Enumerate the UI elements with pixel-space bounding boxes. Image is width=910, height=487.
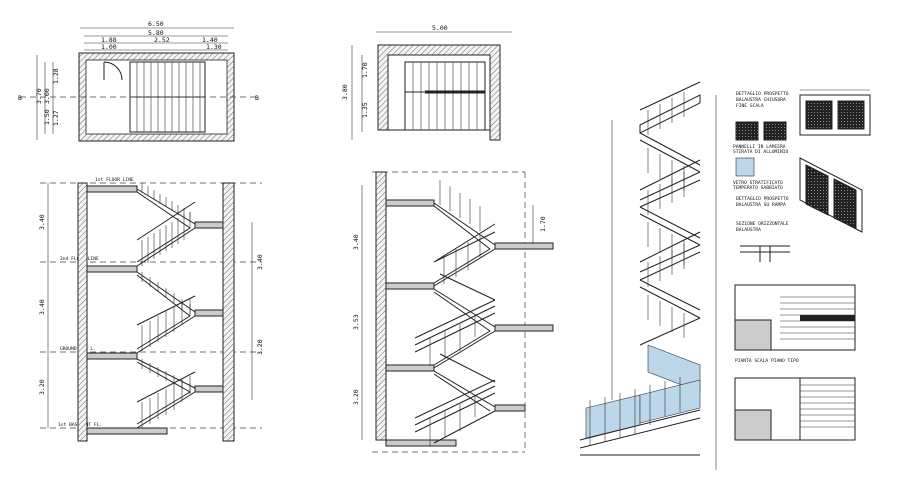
- dim-1-40: 1.40: [202, 36, 218, 44]
- mesh-panel-1: [735, 121, 759, 141]
- section-left: 1st FLOOR LINE 2nd FLOOR LINE GROUND FL.…: [38, 177, 264, 442]
- detail-title-4: PIANTA SCALA PIANO TIPO: [735, 358, 799, 364]
- mesh-panel-2: [763, 121, 787, 141]
- iso-flights: [639, 81, 701, 346]
- section-left-flights: [136, 183, 196, 429]
- railing-elevation-end: [799, 89, 871, 136]
- plan-left: 6.50 5.80 1.88 2.52 1.40 1.00 1.30 3.70 …: [18, 20, 259, 142]
- plan-mid-stair-treads: [404, 61, 486, 131]
- iso-glass-flight: [579, 344, 701, 456]
- section-mid: 3.40 3.53 3.20 1.70: [352, 171, 554, 453]
- dim-1-30: 1.30: [206, 43, 222, 51]
- dim-1-27: 1.27: [52, 110, 60, 126]
- details-column: DETTAGLIO PROSPETTO BALAUSTRA CHIUSURA F…: [733, 89, 871, 441]
- detail-title-3-line1: SEZIONE ORIZZONTALE: [736, 221, 789, 227]
- panel-note-2a: VETRO STRATIFICATO: [733, 180, 783, 186]
- dim-left-3-40a: 3.40: [38, 214, 46, 230]
- dim-left-3-20: 3.20: [38, 379, 46, 395]
- panel-note-1b: STIRATA DI ALLUMINIO: [733, 149, 789, 155]
- detail-title-1-line2: BALAUSTRA CHIUSURA: [736, 97, 786, 103]
- glass-panel: [735, 157, 755, 177]
- floor-label-1st: 1st FLOOR LINE: [95, 177, 134, 183]
- dim-right-3-20: 3.20: [256, 339, 264, 355]
- dim-mid-1-70: 1.70: [539, 216, 547, 232]
- detail-title-3-line2: BALAUSTRA: [736, 227, 761, 233]
- dim-5-00: 5.00: [432, 24, 448, 32]
- typical-floor-stair-plan: PIANTA SCALA PIANO TIPO: [734, 284, 856, 441]
- dim-mid-3-40: 3.40: [352, 234, 360, 250]
- dim-3-00: 3.00: [43, 88, 51, 104]
- dim-mid-3-53: 3.53: [352, 314, 360, 330]
- dim-mid-3-20: 3.20: [352, 389, 360, 405]
- detail-title-2-line2: BALAUSTRA SU RAMPA: [736, 202, 786, 208]
- section-mid-flights: [414, 180, 496, 446]
- section-mark-b-left: B: [18, 94, 22, 102]
- dim-1-28: 1.28: [52, 68, 60, 84]
- railing-elevation-ramp: [799, 157, 863, 233]
- detail-title-1-line1: DETTAGLIO PROSPETTO: [736, 91, 789, 97]
- detail-title-1-line3: FINE SCALA: [736, 103, 764, 109]
- dim-3-80: 3.80: [341, 84, 349, 100]
- plan-mid: 5.00 3.80 1.70 1.35: [341, 24, 512, 141]
- dim-left-3-40b: 3.40: [38, 299, 46, 315]
- dim-1-35: 1.35: [361, 102, 369, 118]
- dim-1-00: 1.00: [101, 43, 117, 51]
- dim-5-80: 5.80: [148, 29, 164, 37]
- dim-1-70: 1.70: [361, 62, 369, 78]
- dim-1-88: 1.88: [101, 36, 117, 44]
- dim-right-3-40: 3.40: [256, 254, 264, 270]
- dim-2-52: 2.52: [154, 36, 170, 44]
- panel-note-2b: TEMPERATO SABBIATO: [733, 185, 783, 191]
- dim-6-50: 6.50: [148, 20, 164, 28]
- dim-1-50: 1.50: [43, 109, 51, 125]
- isometric-stair: [579, 81, 717, 470]
- section-mark-b-right: B: [255, 94, 259, 102]
- dim-3-70: 3.70: [35, 88, 43, 104]
- panel-note-1a: PANNELLI IN LAMIERA: [733, 144, 786, 150]
- detail-title-2-line1: DETTAGLIO PROSPETTO: [736, 196, 789, 202]
